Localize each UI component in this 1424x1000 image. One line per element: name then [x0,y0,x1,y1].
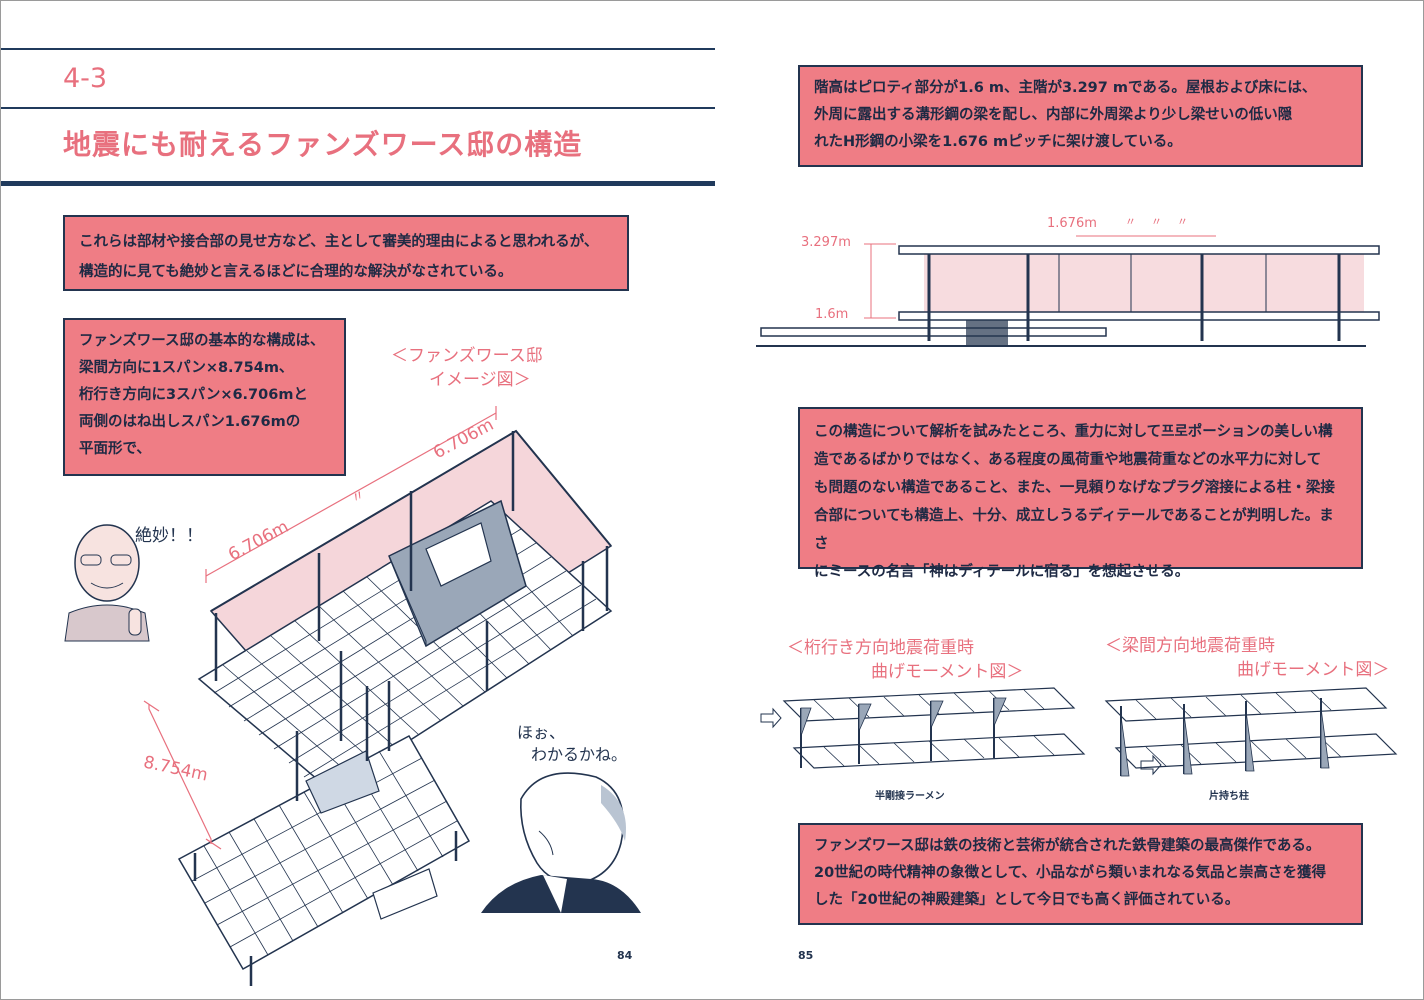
image-title-line1: ＜ファンズワース邸 [391,346,543,366]
moment-diagram-transverse [1104,687,1398,777]
elevation-pitch-mark: 〃 [1151,215,1162,228]
remark-line2: わかるかね。 [531,745,628,764]
diagram-right-title2: 曲げモーメント図＞ [1237,660,1390,680]
section-title: 地震にも耐えるファンズワース邸の構造 [63,128,583,161]
caption-semi-rigid-frame: 半剛接ラーメン [875,791,945,802]
analysis-line: も問題のない構造であること、また、一見頼りなげなプラグ溶接による柱・梁接 [814,480,1335,496]
analysis-text-box: この構造について解析を試みたところ、重力に対して프로ポーションの美しい構 造であ… [798,407,1363,580]
diagram-left-title1: ＜桁行き方向地震荷重時 [787,638,974,658]
columns [193,431,609,986]
composition-line: 梁間方向に1スパン×8.754m、 [79,360,294,376]
elevation-pitch-mark: 〃 [1125,215,1136,228]
steps-upper [305,750,380,814]
steps-lower [372,868,438,920]
remark-line1: ほぉ、 [517,723,566,742]
elevation-drawing [756,235,1380,347]
intro-line: 構造的に見ても絶妙と言えるほどに合理的な解決がなされている。 [79,264,513,280]
composition-text-box: ファンズワース邸の基本的な構成は、 梁間方向に1スパン×8.754m、 桁行き方… [63,318,346,476]
elevation-height-piloti: 1.6m [815,307,849,322]
spec-line: れたH形鋼の小梁を1.676 mピッチに架け渡している。 [814,134,1182,150]
composition-line: 平面形で、 [79,441,151,457]
mid-rule [1,107,715,109]
elevation-pitch-mark: 〃 [1177,215,1188,228]
moment-diagram-longitudinal [760,687,1086,769]
dimension-lines [143,406,497,850]
analysis-line: 造であるばかりではなく、ある程度の風荷重や地震荷重などの水平力に対して [814,452,1322,468]
exclaim-text: 絶妙！！ [135,526,203,546]
elevation-height-main: 3.297m [801,235,851,250]
spec-text-box: 階高はピロティ部分が1.6 m、主階が3.297 mである。屋根および床には、 … [798,65,1363,167]
conclusion-text-box: ファンズワース邸は鉄の技術と芸術が統合された鉄骨建築の最高傑作である。 20世紀… [798,823,1363,925]
elevation-pitch: 1.676m [1047,216,1097,231]
spec-line: 外周に露出する溝形鋼の梁を配し、内部に外周梁より少し梁せいの低い隠 [814,107,1293,123]
image-title-line2: イメージ図＞ [429,370,531,390]
diagram-left-title2: 曲げモーメント図＞ [871,662,1024,682]
caricature-engineer [64,524,150,642]
conclusion-line: ファンズワース邸は鉄の技術と芸術が統合された鉄骨建築の最高傑作である。 [814,838,1321,854]
analysis-line: にミースの名言「神はディテールに宿る」を想起させる。 [814,564,1190,580]
heading-bottom-rule [1,181,715,186]
page-number-left: 84 [617,949,633,962]
caption-cantilever-column: 片持ち柱 [1209,791,1249,802]
analysis-line: 合部についても構造上、十分、成立しうるディテールであることが判明した。まさ [814,508,1334,552]
conclusion-line: した「20世紀の神殿建築」として今日でも高く評価されている。 [814,892,1240,908]
spec-line: 階高はピロティ部分が1.6 m、主階が3.297 mである。屋根および床には、 [814,80,1317,96]
caricature-mies [481,772,641,913]
intro-line: これらは部材や接合部の見せ方など、主として審美的理由によると思われるが、 [79,234,599,250]
page-number-right: 85 [798,949,814,962]
elevation-dimension-lines [864,235,1216,319]
section-number: 4-3 [63,63,108,94]
top-rule [1,48,715,50]
conclusion-line: 20世紀の時代精神の象徴として、小品ながら類いまれなる気品と崇高さを獲得 [814,865,1327,881]
analysis-line: この構造について解析を試みたところ、重力に対して프로ポーションの美しい構 [814,424,1333,440]
diagram-right-title1: ＜梁間方向地震荷重時 [1105,636,1275,656]
composition-line: 両側のはね出しスパン1.676mの [79,414,301,430]
composition-line: 桁行き方向に3スパン×6.706mと [79,387,308,403]
intro-text-box: これらは部材や接合部の見せ方など、主として審美的理由によると思われるが、 構造的… [63,215,629,291]
house-isometric-illustration [143,406,613,986]
composition-line: ファンズワース邸の基本的な構成は、 [79,333,325,349]
